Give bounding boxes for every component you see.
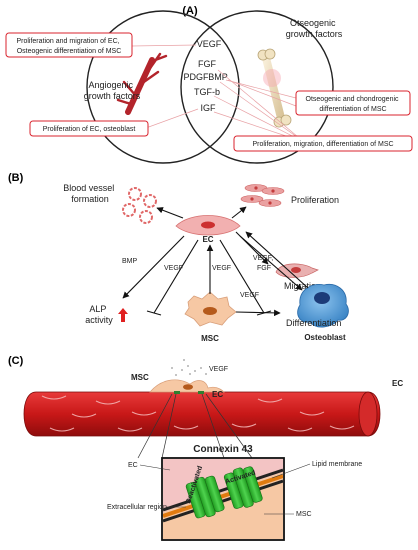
panel-b-label: (B) xyxy=(8,172,24,184)
alp-activity-label: ALP activity xyxy=(85,304,113,325)
connexin-channel-activated-icon xyxy=(223,466,263,509)
vegf-right-label: VEGF xyxy=(240,292,259,299)
factor-vegf: VEGF xyxy=(197,39,222,49)
lipid-pointer xyxy=(271,463,311,479)
box-ec-msc: Proliferation and migration of EC, Osteo… xyxy=(5,32,133,58)
bmp-label: BMP xyxy=(122,258,138,265)
panel-a: (A) Angiogenic growth factors Otseogenic… xyxy=(5,5,413,164)
msc-cell-icon xyxy=(184,291,237,327)
ec-right-label: EC xyxy=(392,379,403,388)
osteoblast-label: Osteoblast xyxy=(304,333,346,342)
blood-vessel-icon xyxy=(23,391,381,437)
vegf-fgf-label: VEGF, FGF xyxy=(253,255,275,272)
osteogenic-title: Otseogenic growth factors xyxy=(286,18,343,39)
box-msc-proliferation: Proliferation, migration, differentiatio… xyxy=(233,135,413,152)
panel-c-label: (C) xyxy=(8,355,24,367)
ec-vessel-label: EC xyxy=(212,390,223,399)
factor-igf: IGF xyxy=(201,103,217,113)
inset-ec-label: EC xyxy=(128,462,138,469)
box-chondrogenic: Otseogenic and chondrogenic differentiat… xyxy=(295,90,411,116)
connexin-inset: Deactivated Activated xyxy=(161,457,285,541)
osteogenic-circle xyxy=(180,10,334,164)
box-ec-osteoblast: Proliferation of EC, osteoblast xyxy=(29,120,149,137)
osteoblast-icon xyxy=(297,283,349,328)
svg-text:Otseogenic and chondrogenic: Otseogenic and chondrogenic differentiat… xyxy=(306,96,401,113)
svg-text:Proliferation and migration of: Proliferation and migration of EC, Osteo… xyxy=(16,38,121,55)
blood-vessel-branch-icon xyxy=(116,52,168,115)
connexin-channel-deactivated-icon xyxy=(185,475,225,519)
extracellular-label: Extracellular region xyxy=(107,504,167,511)
vegf-mid-label: VEGF xyxy=(212,265,231,272)
svg-text:Proliferation, migration, diff: Proliferation, migration, differentiatio… xyxy=(252,141,393,148)
panel-a-label: (A) xyxy=(182,5,198,17)
ec-label: EC xyxy=(202,235,213,244)
connector-lines xyxy=(131,44,305,143)
msc-on-vessel-icon xyxy=(149,379,225,394)
proliferating-cells-icon xyxy=(240,184,285,207)
angiogenic-circle xyxy=(86,10,240,164)
bone-icon xyxy=(257,48,292,128)
panel-b: (B) Blood vessel formation Proliferation xyxy=(8,172,349,343)
factor-bmp: BMP xyxy=(208,72,228,82)
connexin-title: Connexin 43 xyxy=(193,444,253,455)
factor-tgfb: TGF-b xyxy=(194,87,220,97)
differentiation-label: Differentiation xyxy=(286,318,341,328)
vegf-dots xyxy=(171,359,207,376)
msc-c-label: MSC xyxy=(131,373,149,382)
vegf-c-label: VEGF xyxy=(209,366,228,373)
msc-label: MSC xyxy=(201,334,219,343)
vegf-left-label: VEGF xyxy=(164,265,183,272)
blood-vessel-formation-label: Blood vessel formation xyxy=(63,183,117,204)
ec-cell-icon xyxy=(175,215,241,236)
factor-fgf: FGF xyxy=(198,59,216,69)
pathway-arrows xyxy=(122,206,309,317)
inset-msc-label: MSC xyxy=(296,511,312,518)
vessel-rings-icon xyxy=(122,187,157,224)
zoom-lines xyxy=(137,393,253,459)
factor-pdgf: PDGF xyxy=(183,72,209,82)
migration-label: Migration xyxy=(284,281,321,291)
panel-c: (C) xyxy=(8,355,403,541)
svg-text:Proliferation of EC, osteoblas: Proliferation of EC, osteoblast xyxy=(43,126,136,133)
migrating-cell-icon xyxy=(275,263,319,278)
lipid-membrane-label: Lipid membrane xyxy=(312,461,362,468)
angiogenic-title: Angiogenic growth factors xyxy=(84,80,141,101)
increase-arrow-icon xyxy=(118,308,128,322)
inset-ec-pointer xyxy=(139,464,171,471)
proliferation-label: Proliferation xyxy=(291,195,339,205)
